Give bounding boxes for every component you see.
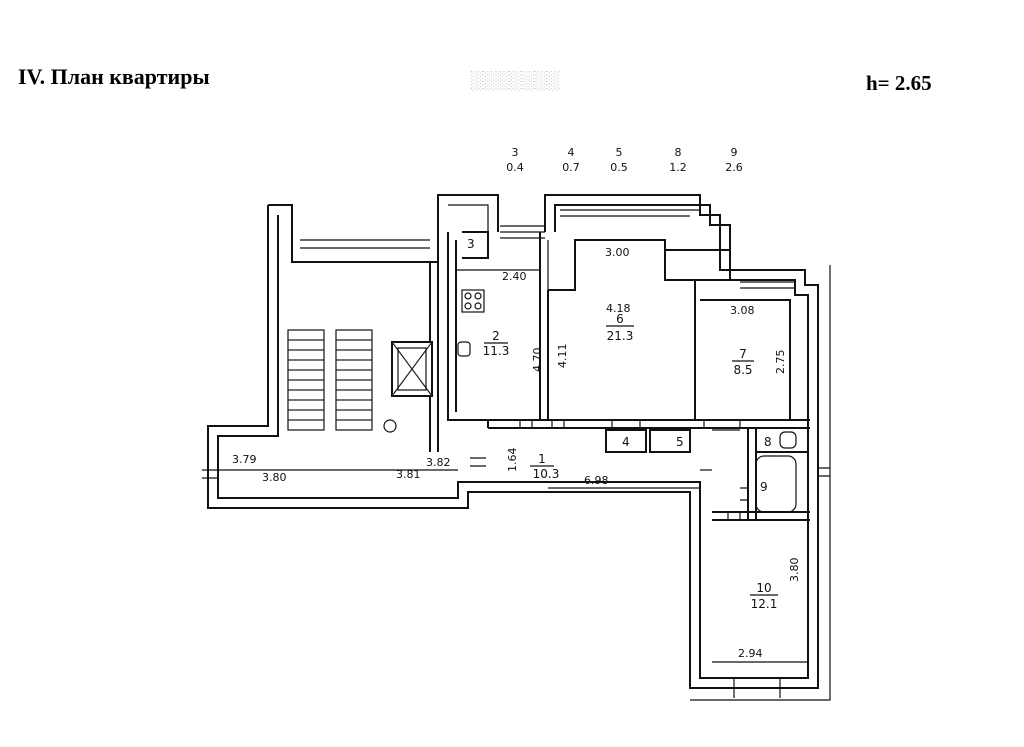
windows — [300, 209, 795, 289]
summary-room-5-number: 5 — [616, 146, 623, 159]
dim-stair-a: 3.79 — [232, 453, 257, 466]
summary-room-4-number: 4 — [568, 146, 575, 159]
dim-room10-side: 3.80 — [788, 558, 801, 583]
kitchen-area: 11.3 — [483, 344, 510, 358]
room10-area: 12.1 — [751, 597, 778, 611]
summary-table: 3 0.4 4 0.7 5 0.5 8 1.2 9 2.6 — [506, 146, 743, 174]
bleed-through-text: ░░░░░░░ — [470, 70, 560, 90]
kitchen-number: 2 — [492, 329, 500, 343]
summary-room-8-number: 8 — [675, 146, 682, 159]
page-title: IV. План квартиры — [18, 64, 210, 89]
dim-kitchen-top: 2.40 — [502, 270, 527, 283]
staircase — [287, 329, 433, 433]
summary-room-5-area: 0.5 — [610, 161, 628, 174]
dim-stair-d: 3.82 — [426, 456, 451, 469]
interior-walls — [429, 231, 810, 521]
big-room-area: 21.3 — [607, 329, 634, 343]
big-room-number: 6 — [616, 312, 624, 326]
summary-room-9-number: 9 — [731, 146, 738, 159]
dim-stair-b: 3.80 — [262, 471, 287, 484]
outer-walls — [202, 194, 831, 701]
summary-room-3-number: 3 — [512, 146, 519, 159]
dim-kitchen-side: 4.70 — [531, 348, 544, 373]
room10-number: 10 — [756, 581, 771, 595]
corridor-area: 10.3 — [533, 467, 560, 481]
dim-room7-side: 2.75 — [774, 350, 787, 375]
bath9-number: 9 — [760, 480, 768, 494]
closet4-number: 4 — [622, 435, 630, 449]
summary-room-3-area: 0.4 — [506, 161, 524, 174]
stove-icon — [457, 289, 485, 357]
door-marks — [519, 420, 748, 520]
closet5-number: 5 — [676, 435, 684, 449]
dim-stair-c: 3.81 — [396, 468, 421, 481]
wc8-number: 8 — [764, 435, 772, 449]
room7-area: 8.5 — [733, 363, 752, 377]
ceiling-height: h= 2.65 — [866, 71, 932, 95]
dim-corridor-side: 1.64 — [506, 448, 519, 473]
summary-room-9-area: 2.6 — [725, 161, 743, 174]
dim-big-room-inner: 4.18 — [606, 302, 631, 315]
room-labels: 2 11.3 6 21.3 7 8.5 1 10.3 10 12.1 3 4 5… — [467, 237, 778, 611]
dim-room10-bottom: 2.94 — [738, 647, 763, 660]
dim-big-room-top: 3.00 — [605, 246, 630, 259]
room7-number: 7 — [739, 347, 747, 361]
closet3-number: 3 — [467, 237, 475, 251]
summary-room-8-area: 1.2 — [669, 161, 687, 174]
corridor-number: 1 — [538, 452, 546, 466]
summary-room-4-area: 0.7 — [562, 161, 580, 174]
dim-big-room-side: 4.11 — [556, 344, 569, 369]
dimension-ticks — [218, 240, 808, 663]
dimension-labels: 2.40 4.70 3.00 4.18 4.11 3.08 2.75 1.64 … — [232, 246, 801, 660]
dim-room7-top: 3.08 — [730, 304, 755, 317]
dim-corridor-bottom: 6.98 — [584, 474, 609, 487]
